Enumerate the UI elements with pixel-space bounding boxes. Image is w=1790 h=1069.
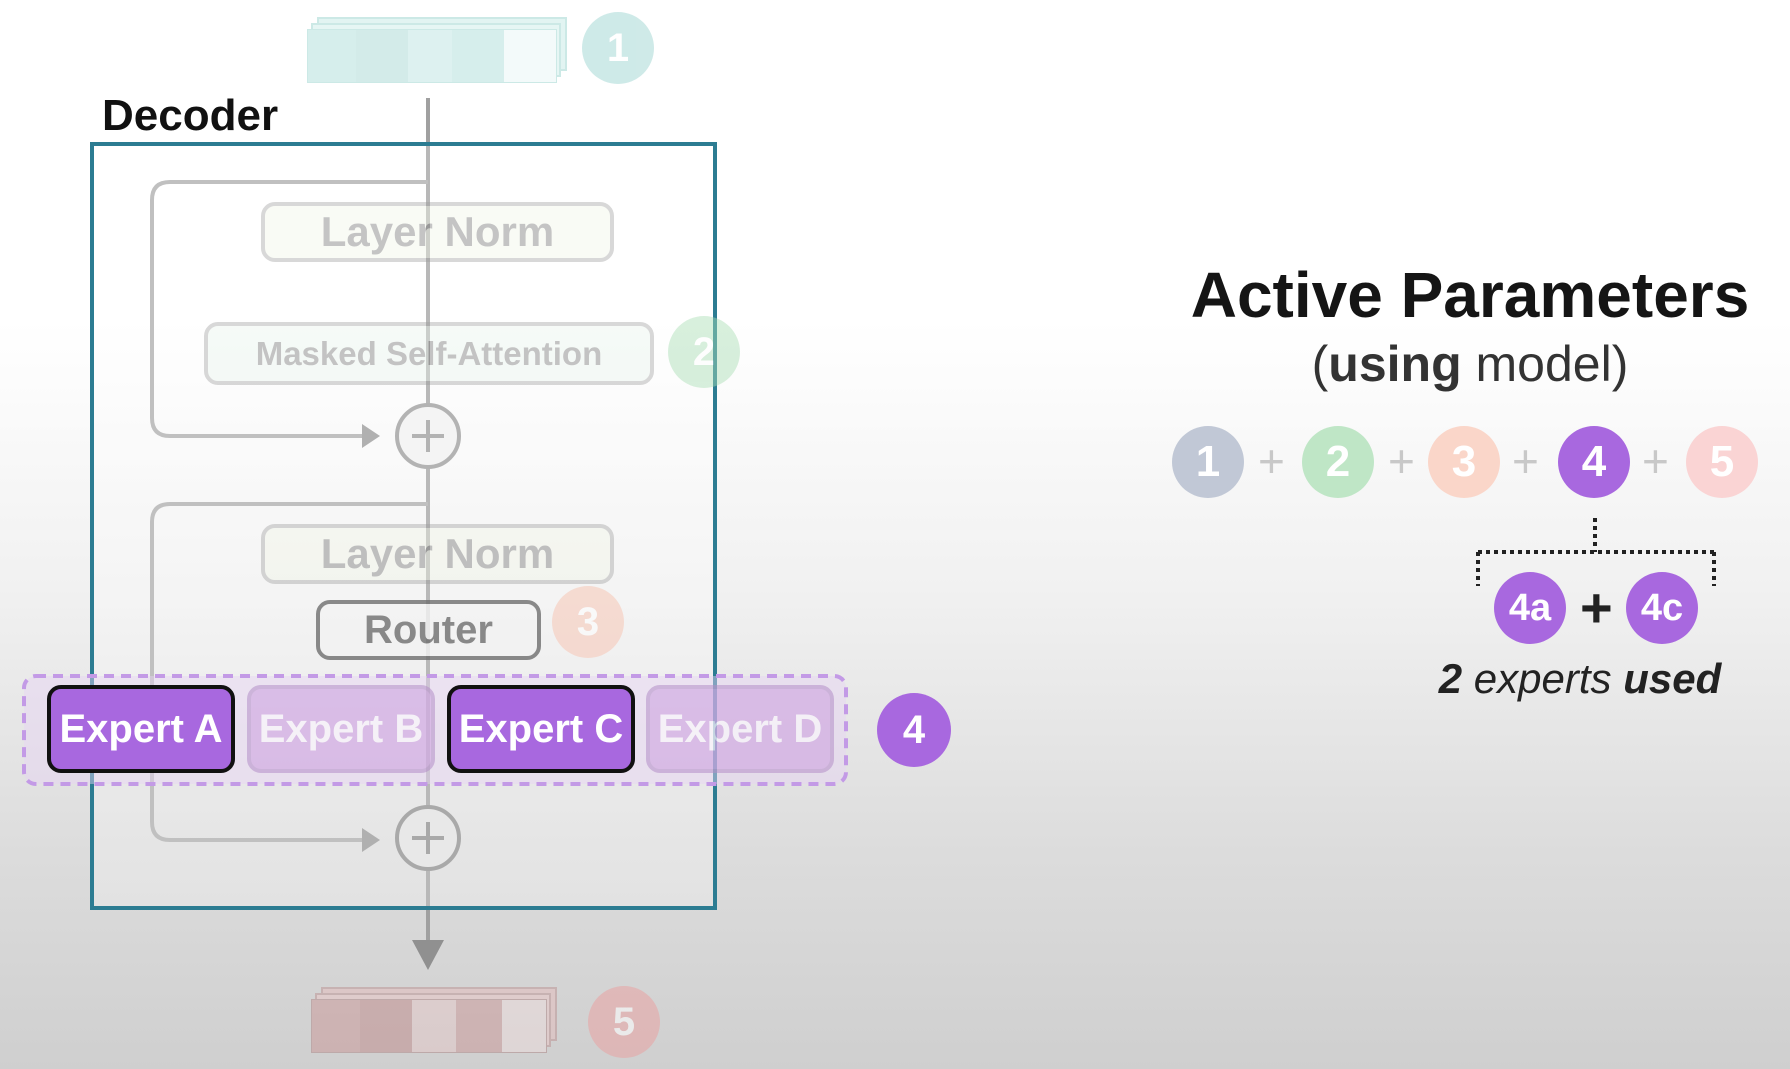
add-node-2 bbox=[395, 805, 461, 871]
caption-end: used bbox=[1623, 655, 1722, 702]
sub-expert-plus: + bbox=[1580, 576, 1613, 639]
caption-middle: experts bbox=[1462, 655, 1624, 702]
expert-split-bracket bbox=[1476, 518, 1716, 586]
badge-output: 5 bbox=[588, 986, 660, 1058]
panel-subtitle: (using model) bbox=[1160, 332, 1780, 396]
experts-used-caption: 2 experts used bbox=[1380, 652, 1780, 706]
expert-c: Expert C bbox=[447, 685, 635, 773]
badge-router: 3 bbox=[552, 586, 624, 658]
equation-plus-4: + bbox=[1642, 435, 1669, 487]
badge-input: 1 bbox=[582, 12, 654, 84]
decoder-frame bbox=[90, 142, 717, 910]
expert-b: Expert B bbox=[247, 685, 435, 773]
equation-term-3: 3 bbox=[1428, 426, 1500, 498]
panel-title: Active Parameters bbox=[1190, 259, 1750, 331]
expert-d: Expert D bbox=[646, 685, 834, 773]
decoder-title: Decoder bbox=[102, 91, 279, 140]
sub-expert-4a: 4a bbox=[1494, 572, 1566, 644]
caption-count: 2 bbox=[1438, 655, 1463, 702]
equation-term-5: 5 bbox=[1686, 426, 1758, 498]
subtitle-rest: model) bbox=[1461, 336, 1629, 392]
subtitle-bold-word: using bbox=[1328, 336, 1462, 392]
equation-term-4: 4 bbox=[1558, 426, 1630, 498]
router: Router bbox=[316, 600, 541, 660]
equation-plus-2: + bbox=[1388, 435, 1415, 487]
add-node-1 bbox=[395, 403, 461, 469]
sub-expert-4c: 4c bbox=[1626, 572, 1698, 644]
layer-norm-1: Layer Norm bbox=[261, 202, 614, 262]
output-token-stack bbox=[311, 987, 557, 1053]
expert-a: Expert A bbox=[47, 685, 235, 773]
subtitle-open-paren: ( bbox=[1311, 336, 1329, 392]
equation-plus-1: + bbox=[1258, 435, 1285, 487]
badge-experts: 4 bbox=[877, 693, 951, 767]
input-token-stack bbox=[307, 17, 567, 83]
equation-term-1: 1 bbox=[1172, 426, 1244, 498]
equation-term-2: 2 bbox=[1302, 426, 1374, 498]
equation-plus-3: + bbox=[1512, 435, 1539, 487]
layer-norm-2: Layer Norm bbox=[261, 524, 614, 584]
masked-self-attention: Masked Self-Attention bbox=[204, 322, 654, 385]
badge-attention: 2 bbox=[668, 316, 740, 388]
